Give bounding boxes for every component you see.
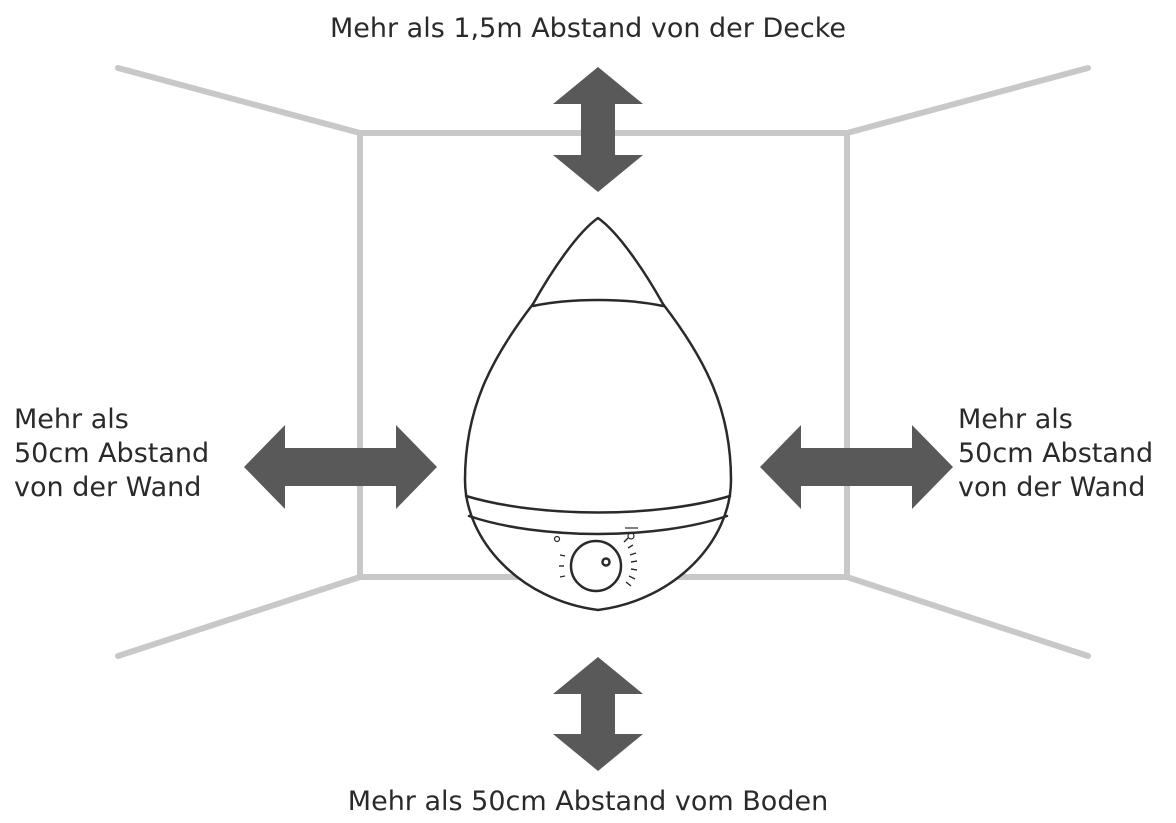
left-wall-distance-label: Mehr als 50cm Abstand von der Wand [14, 403, 209, 505]
left-wall-label-line-1: Mehr als [14, 404, 129, 435]
arrow-ceiling-icon [553, 67, 643, 192]
device-band-bottom [467, 514, 729, 536]
arrow-floor-icon [553, 657, 643, 771]
left-wall-label-line-3: von der Wand [14, 472, 202, 503]
ceiling-distance-label: Mehr als 1,5m Abstand von der Decke [329, 13, 847, 44]
arrow-wall-right-icon [760, 425, 953, 509]
ceiling-edge-left [115, 65, 363, 136]
right-wall-label-line-3: von der Wand [958, 472, 1146, 503]
floor-edge-left [115, 574, 363, 659]
device-cap-seam [531, 298, 665, 308]
ceiling-edge-right [844, 65, 1091, 136]
dial-ticks [559, 537, 638, 587]
arrow-wall-left-icon [244, 425, 437, 509]
right-wall-label-line-2: 50cm Abstand [958, 438, 1154, 469]
right-wall-distance-label: Mehr als 50cm Abstand von der Wand [958, 403, 1153, 505]
right-wall-label-line-1: Mehr als [958, 404, 1073, 435]
control-dial-icon [569, 539, 623, 593]
floor-distance-label: Mehr als 50cm Abstand vom Boden [347, 786, 829, 817]
device-body [463, 216, 733, 612]
control-dial-knob [601, 557, 611, 567]
left-wall-label-line-2: 50cm Abstand [14, 438, 210, 469]
humidifier-drop-icon [463, 216, 733, 612]
dial-symbols [552, 527, 638, 543]
device-band-top [464, 494, 732, 514]
floor-edge-right [844, 574, 1091, 659]
